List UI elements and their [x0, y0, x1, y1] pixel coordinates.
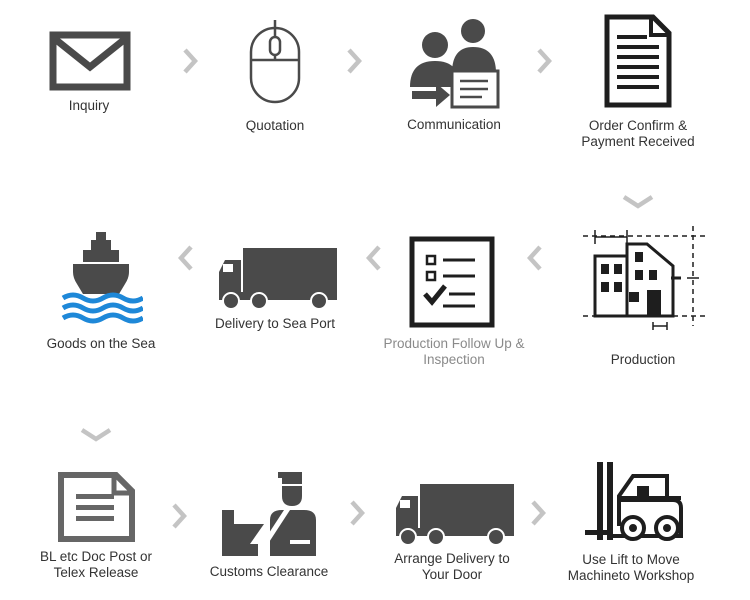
step-label-delivery-sea-port: Delivery to Sea Port [214, 316, 336, 331]
chevron-left-icon [178, 245, 193, 271]
checklist-icon [409, 236, 495, 328]
step-label-goods-on-sea: Goods on the Sea [46, 336, 156, 351]
chevron-left-icon [366, 245, 381, 271]
envelope-icon [49, 31, 131, 91]
step-label-order-confirm: Order Confirm & Payment Received [581, 118, 695, 149]
chevron-right-icon [183, 48, 198, 74]
people-communication-icon [410, 19, 500, 109]
chevron-down-icon [622, 195, 654, 209]
step-label-arrange-delivery: Arrange Delivery to Your Door [394, 551, 510, 582]
step-label-production-follow-up: Production Follow Up & Inspection [383, 336, 525, 367]
chevron-right-icon [172, 503, 187, 529]
chevron-left-icon [527, 245, 542, 271]
document-icon [604, 14, 672, 108]
customs-officer-icon [222, 472, 316, 556]
chevron-right-icon [537, 48, 552, 74]
chevron-right-icon [350, 500, 365, 526]
chevron-right-icon [347, 48, 362, 74]
step-label-customs-clearance: Customs Clearance [209, 564, 329, 579]
chevron-down-icon [80, 428, 112, 442]
ship-icon [61, 232, 143, 324]
truck-icon [396, 484, 514, 546]
step-label-production: Production [610, 352, 676, 367]
chevron-right-icon [531, 500, 546, 526]
step-label-inquiry: Inquiry [68, 98, 110, 113]
building-blueprint-icon [583, 226, 707, 330]
step-label-communication: Communication [407, 117, 501, 132]
truck-icon [219, 248, 337, 310]
step-label-use-lift: Use Lift to Move Machineto Workshop [567, 552, 695, 583]
step-label-quotation: Quotation [245, 118, 305, 133]
forklift-icon [585, 462, 683, 541]
bl-document-icon [58, 472, 135, 542]
mouse-icon [249, 20, 301, 104]
step-label-bl-doc-post: BL etc Doc Post or Telex Release [39, 549, 153, 580]
